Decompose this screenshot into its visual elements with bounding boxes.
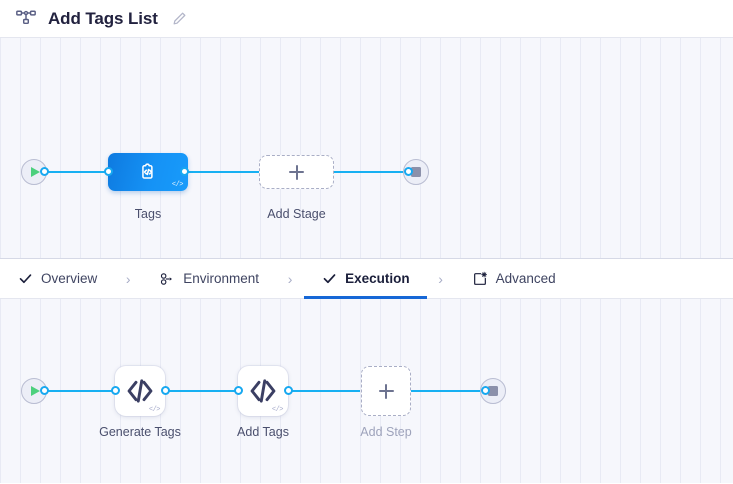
gear-box-icon	[472, 271, 488, 287]
check-icon	[17, 271, 33, 287]
wire-addstage-to-end	[334, 171, 408, 173]
stage-canvas[interactable]: </> Tags Add Stage	[0, 38, 733, 259]
tab-overview[interactable]: Overview	[14, 259, 100, 298]
tab-separator-icon: ›	[287, 270, 293, 287]
check-icon	[321, 271, 337, 287]
stop-icon	[488, 386, 498, 396]
stage-start-port[interactable]	[40, 167, 49, 176]
tab-separator-icon: ›	[125, 270, 131, 287]
stage-node-tags-label: Tags	[134, 207, 162, 221]
tab-environment[interactable]: Environment	[156, 259, 262, 298]
stage-end-port[interactable]	[404, 167, 413, 176]
plus-icon	[378, 383, 394, 399]
execution-end-port[interactable]	[481, 386, 490, 395]
tab-advanced[interactable]: Advanced	[469, 259, 559, 298]
step-badge: </>	[271, 406, 284, 414]
pipeline-icon	[159, 271, 175, 287]
step-node-add-tags[interactable]: </>	[238, 366, 288, 416]
execution-canvas[interactable]: </> Generate Tags </> Add Tags Add Step	[0, 299, 733, 483]
tab-environment-label: Environment	[183, 271, 260, 286]
step-node-add-tags-label: Add Tags	[237, 425, 289, 439]
add-step-node[interactable]	[361, 366, 411, 416]
wire-start-to-generate	[44, 390, 120, 392]
page-title: Add Tags List	[48, 8, 158, 28]
add-step-label: Add Step	[360, 425, 412, 439]
wire-generate-to-addtags	[165, 390, 243, 392]
execution-start-port[interactable]	[40, 386, 49, 395]
add-stage-node[interactable]	[259, 155, 334, 189]
wire-tags-to-addstage	[184, 171, 259, 173]
pencil-icon[interactable]	[169, 8, 191, 30]
pipeline-icon	[14, 7, 38, 31]
stage-badge: </>	[171, 181, 184, 189]
tab-advanced-label: Advanced	[495, 271, 556, 286]
add-tags-in-port[interactable]	[234, 386, 243, 395]
tab-execution[interactable]: Execution	[304, 259, 427, 299]
stage-tags-in-port[interactable]	[104, 167, 113, 176]
page-header: Add Tags List	[0, 0, 733, 38]
add-stage-label: Add Stage	[267, 207, 326, 221]
generate-tags-in-port[interactable]	[111, 386, 120, 395]
wire-addtags-to-addstep	[288, 390, 360, 392]
tab-execution-label: Execution	[345, 271, 410, 286]
stage-tags-out-port[interactable]	[180, 167, 189, 176]
stop-icon	[411, 167, 421, 177]
wire-addstep-to-end	[411, 390, 485, 392]
plus-icon	[289, 164, 304, 180]
stage-node-tags[interactable]: </>	[108, 153, 188, 191]
step-node-generate-tags[interactable]: </>	[115, 366, 165, 416]
stage-start-node[interactable]	[21, 159, 47, 185]
step-badge: </>	[148, 406, 161, 414]
tab-bar[interactable]: Overview › Environment › Execution ›	[0, 259, 733, 299]
play-icon	[31, 386, 40, 396]
add-tags-out-port[interactable]	[284, 386, 293, 395]
step-node-generate-tags-label: Generate Tags	[99, 425, 181, 439]
play-icon	[31, 167, 40, 177]
generate-tags-out-port[interactable]	[161, 386, 170, 395]
tab-separator-icon: ›	[438, 270, 443, 287]
wire-start-to-tags	[44, 171, 118, 173]
tab-overview-label: Overview	[41, 271, 98, 286]
